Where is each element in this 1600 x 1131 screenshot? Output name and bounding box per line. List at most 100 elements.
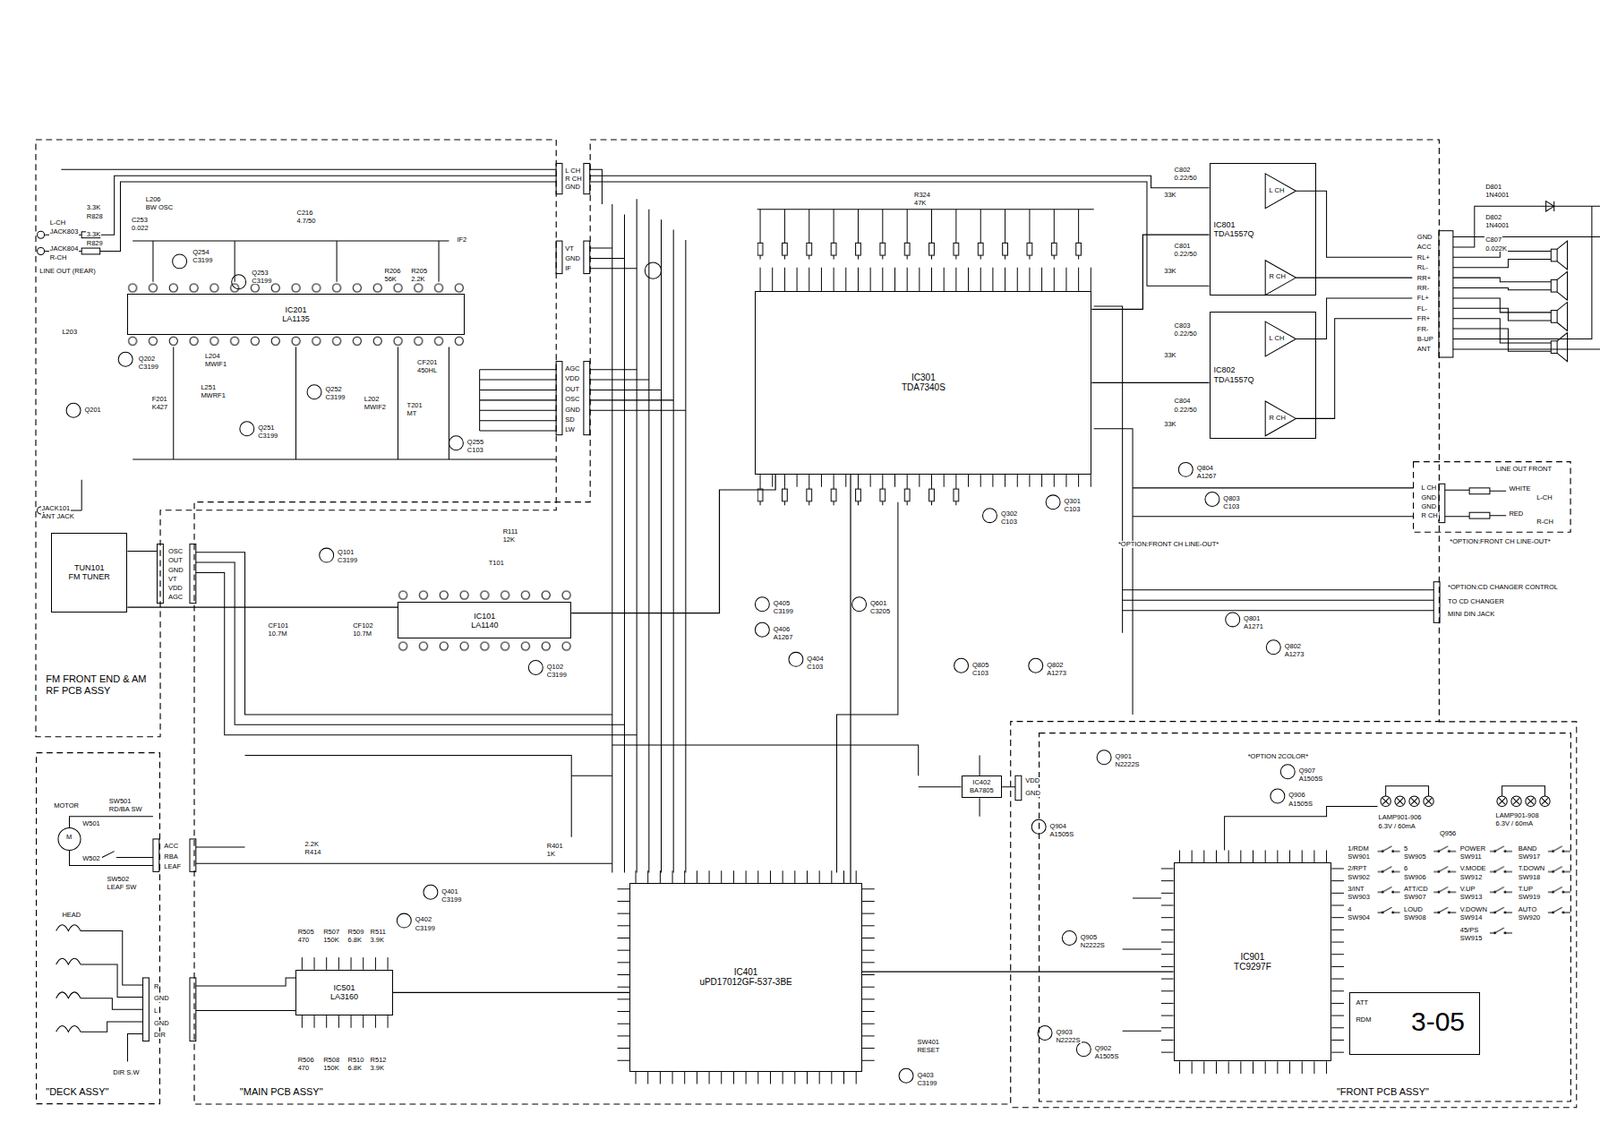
component-label: D802 xyxy=(1484,213,1503,222)
component-label: MWRF1 xyxy=(199,392,227,400)
wire xyxy=(1091,234,1209,309)
component-label: C3199 xyxy=(772,607,795,616)
component-label: C103 xyxy=(1063,505,1082,514)
component-label: AUTO xyxy=(1517,906,1539,914)
ic-chip: IC201LA1135 xyxy=(127,293,464,335)
component-label: 6.3V / 60mA xyxy=(1377,822,1417,830)
component-label: 2.2K xyxy=(304,840,320,848)
node-text: IC501 xyxy=(333,983,356,993)
wires xyxy=(37,162,1600,1107)
ic-chip: IC501LA3160 xyxy=(295,969,393,1016)
tuner-module: TUN101FM TUNER xyxy=(51,532,128,613)
component-label: C103 xyxy=(805,663,824,671)
component-label: A1505S xyxy=(1287,800,1314,808)
component-label: C103 xyxy=(1000,518,1019,526)
component-label: C3205 xyxy=(869,607,891,616)
component-label: POWER xyxy=(1459,845,1487,853)
component-label: L CH xyxy=(1420,484,1438,492)
component-label: T201 xyxy=(406,402,424,410)
wire xyxy=(127,606,398,608)
component-label: C3199 xyxy=(137,363,160,371)
component-label: SW902 xyxy=(1346,873,1371,882)
component-label: JACK101 xyxy=(41,504,72,513)
component-label: 3/INT xyxy=(1346,885,1365,893)
component-label: N2222S xyxy=(1079,941,1106,950)
component-label: SW501 xyxy=(108,797,133,805)
component-label: Q404 xyxy=(805,655,824,663)
node-text: "DECK ASSY" xyxy=(45,1086,109,1098)
component-label: GND xyxy=(1416,233,1434,241)
component-label: N2222S xyxy=(1114,761,1141,769)
component-label: Q803 xyxy=(1222,495,1241,503)
component-label: 3.3K xyxy=(85,231,102,239)
component-label: LINE OUT (REAR) xyxy=(38,267,96,275)
component-label: Q254 xyxy=(191,248,210,257)
node-text: LA1135 xyxy=(282,314,309,324)
component-label: L204 xyxy=(204,352,222,360)
component-label: 0.022K xyxy=(1484,245,1508,253)
node-text: RDM xyxy=(1355,1016,1371,1025)
component-label: A1273 xyxy=(1045,669,1068,677)
component-label: Q255 xyxy=(466,438,485,446)
component-label: MWIF2 xyxy=(363,403,387,411)
component-label: 4.7/50 xyxy=(296,217,317,225)
dashed-border xyxy=(194,139,1439,1104)
component-label: 12K xyxy=(502,536,516,544)
component-label: Q251 xyxy=(256,424,275,432)
component-label: 1N4001 xyxy=(1484,222,1510,230)
component-label: R512 xyxy=(369,1056,388,1064)
component-label: VT xyxy=(564,245,575,253)
component-label: Q402 xyxy=(414,915,433,924)
amplifier-ic: IC802TDA1557Q xyxy=(1209,311,1318,439)
component-label: 10.7M xyxy=(267,630,289,638)
lcd-display: ATTRDM3-05 xyxy=(1349,992,1481,1056)
component-label: LAMP901-908 xyxy=(1495,812,1541,820)
component-label: 5 xyxy=(1403,845,1409,853)
component-label: 2/RPT xyxy=(1346,864,1368,873)
node-text: BA7805 xyxy=(969,787,994,796)
component-label: 0.022 xyxy=(130,224,150,232)
component-label: 33K xyxy=(1163,267,1177,275)
component-label: FR+ xyxy=(1416,315,1431,323)
component-label: Q202 xyxy=(137,355,156,363)
component-label: RD/BA SW xyxy=(108,805,144,813)
component-label: GND xyxy=(564,183,582,191)
component-label: JACK804 xyxy=(49,245,80,253)
component-label: FR- xyxy=(1416,325,1430,334)
component-label: Q956 xyxy=(1438,829,1457,838)
component-label: 3.9K xyxy=(369,1064,386,1072)
wire xyxy=(393,992,630,993)
component-label: SD xyxy=(564,416,575,424)
component-label: FL+ xyxy=(1416,294,1430,302)
component-label: R508 xyxy=(322,1056,341,1064)
component-label: N2222S xyxy=(1054,1036,1081,1044)
component-label: OUT xyxy=(167,556,184,565)
component-label: C3199 xyxy=(414,924,437,933)
node-text: TDA1557Q xyxy=(1214,229,1255,239)
component-label: IF2 xyxy=(455,236,468,244)
component-label: D801 xyxy=(1484,183,1503,191)
component-label: 10.7M xyxy=(351,630,373,638)
dashed-border xyxy=(1413,462,1572,533)
component-label: Q101 xyxy=(336,548,355,557)
component-label: R401 xyxy=(546,842,565,850)
component-label: ACC xyxy=(162,842,180,850)
component-label: Q252 xyxy=(324,385,343,394)
component-label: 6.8K xyxy=(346,1064,362,1072)
component-label: BW OSC xyxy=(145,204,174,212)
component-label: C103 xyxy=(466,446,485,454)
component-label: SW502 xyxy=(106,875,131,883)
component-label: A1505S xyxy=(1049,830,1076,839)
component-label: VDD xyxy=(167,584,184,592)
node-text: IC101 xyxy=(473,611,496,621)
node-text: TUN101 xyxy=(74,563,105,573)
component-label: RL- xyxy=(1416,264,1429,272)
component-label: Q802 xyxy=(1045,661,1064,669)
component-label: V.MODE xyxy=(1459,864,1488,873)
component-label: 6 xyxy=(1403,864,1409,873)
component-label: SW908 xyxy=(1403,914,1428,922)
component-label: L203 xyxy=(60,328,78,336)
component-label: SW913 xyxy=(1459,893,1484,901)
component-label: R511 xyxy=(369,928,387,936)
